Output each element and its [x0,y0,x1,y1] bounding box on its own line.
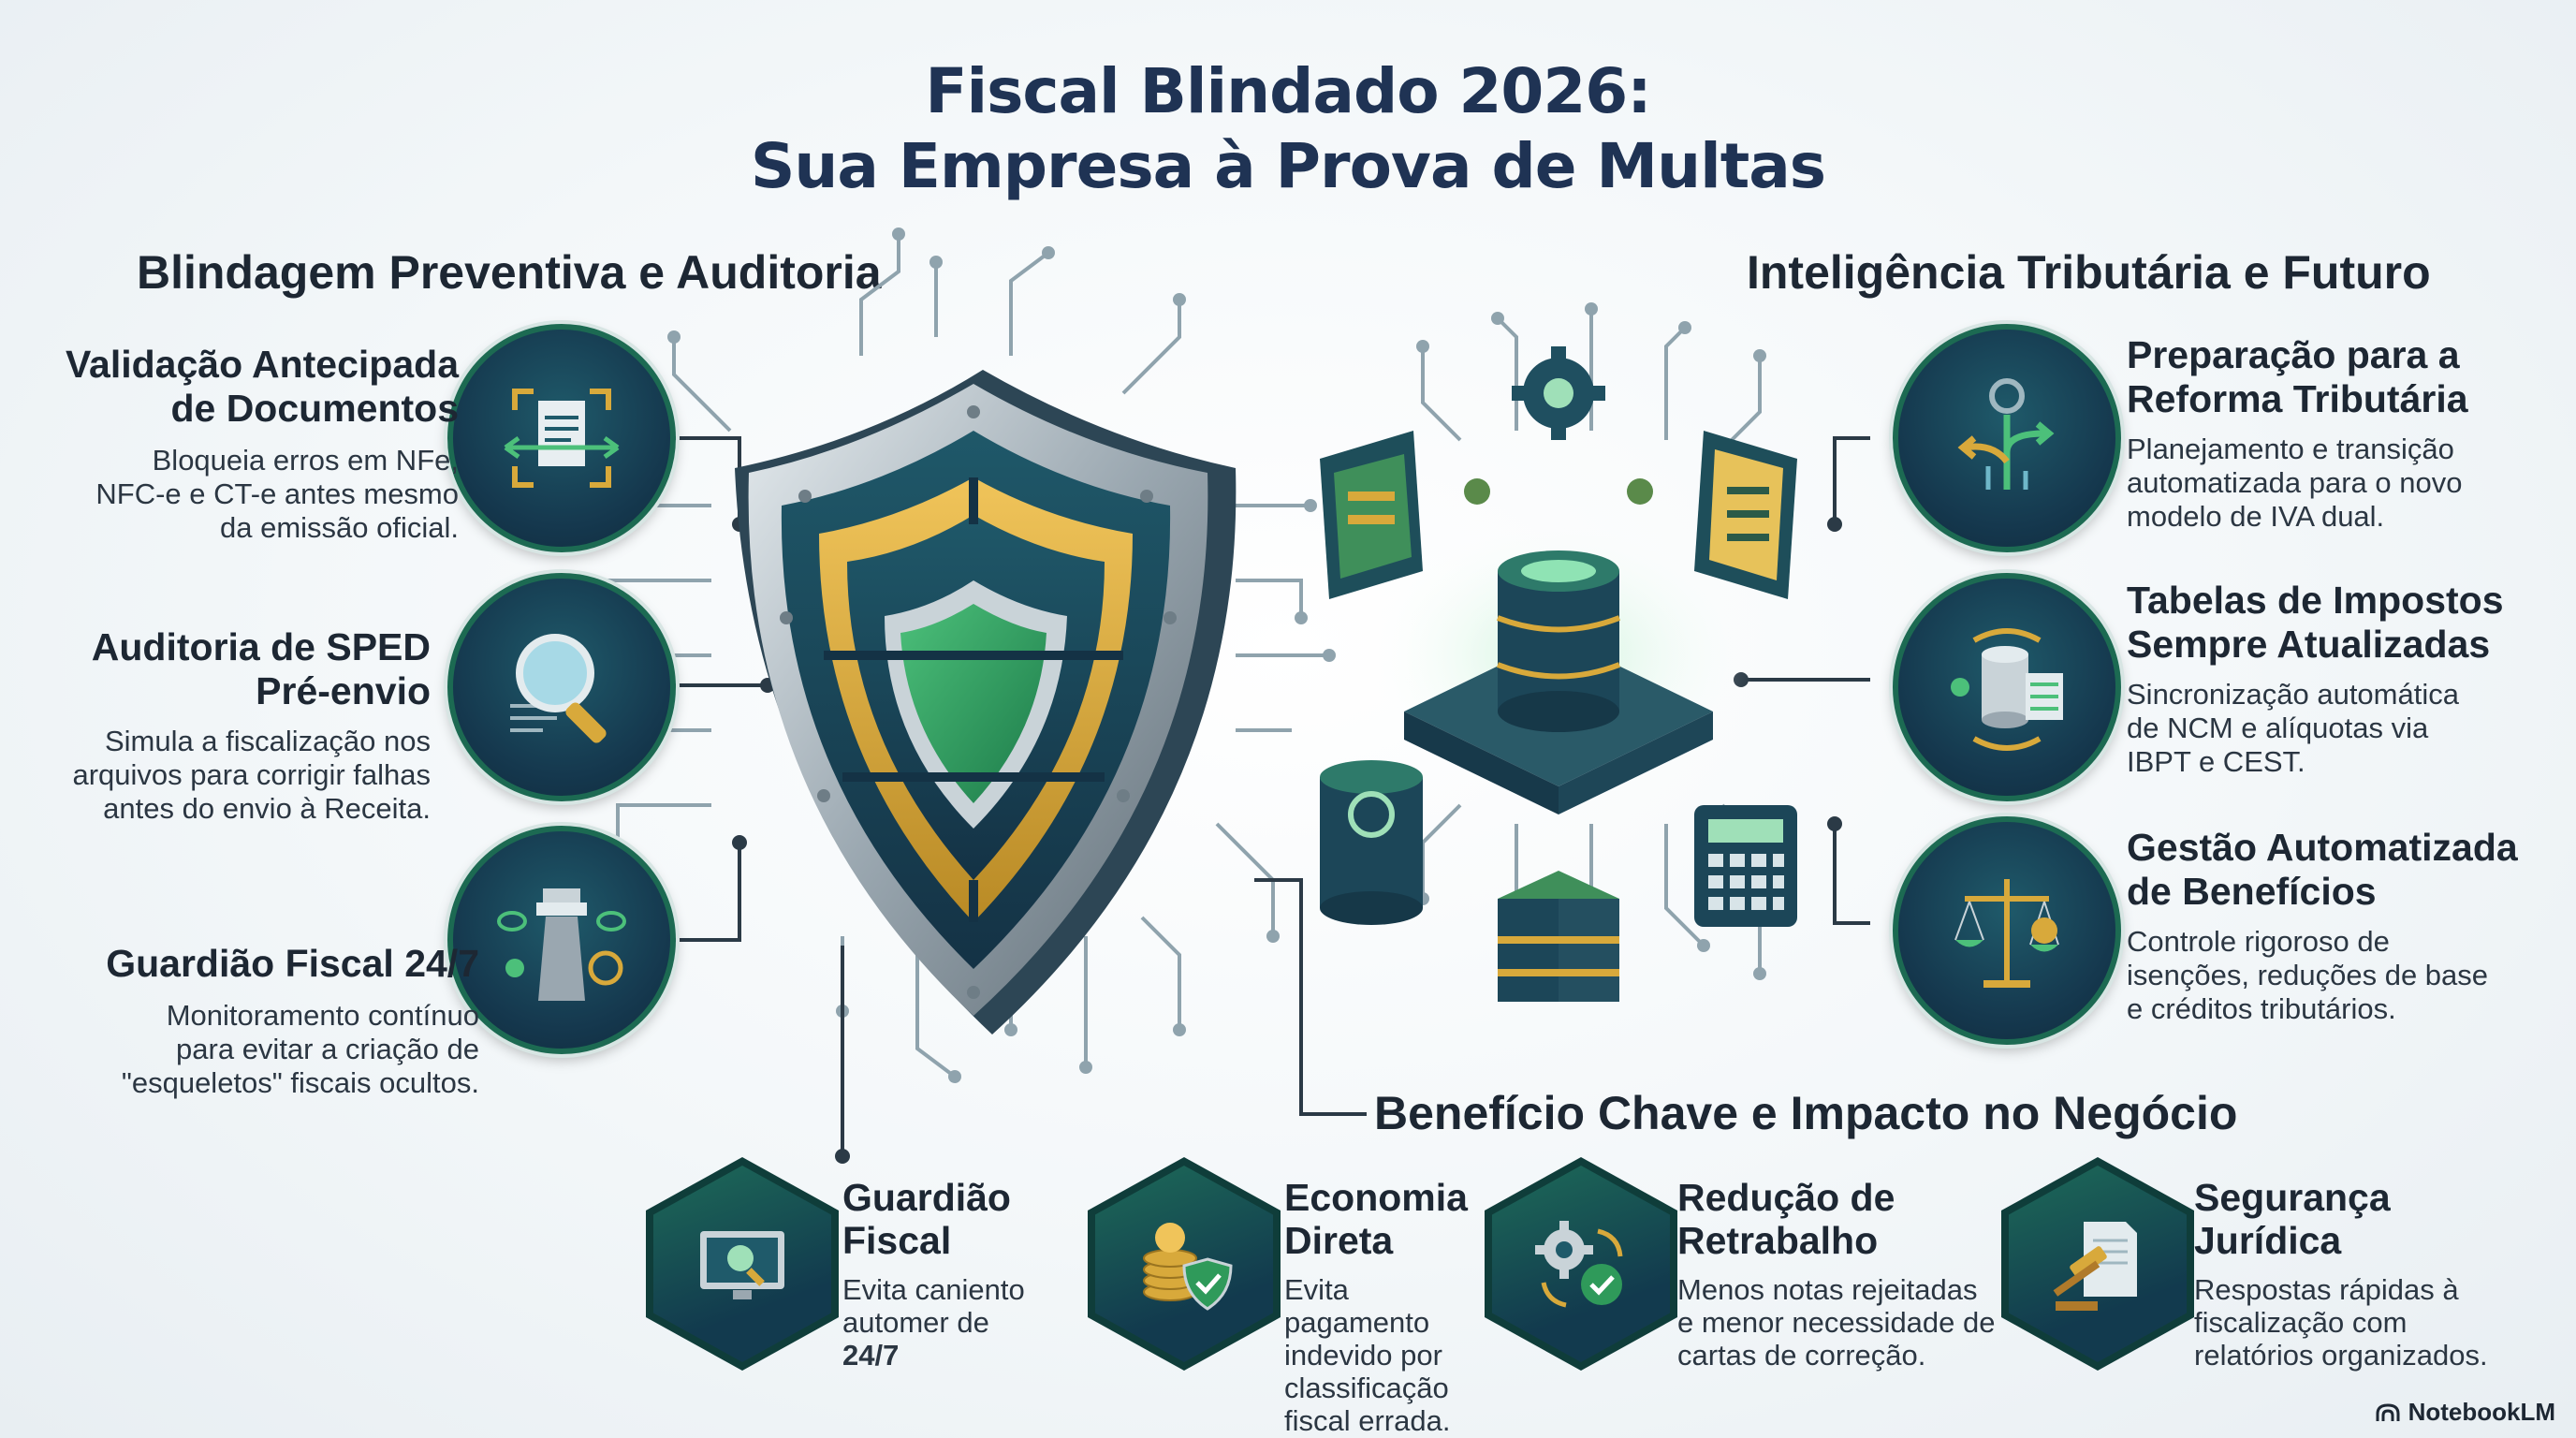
benefit-3-desc-line2: e menor necessidade de [1677,1306,1996,1339]
right-item-2-desc-line3: IBPT e CEST. [2127,745,2305,778]
document-scan-icon [447,324,676,552]
benefit-1-desc-line1: Evita caniento [842,1273,1025,1306]
right-item-3-desc-line1: Controle rigoroso de [2127,925,2390,958]
left-item-3-desc-line2: para evitar a criação de [176,1033,479,1065]
right-item-2-desc-line2: de NCM e alíquotas via [2127,712,2429,744]
right-item-2-desc-line1: Sincronização automática [2127,678,2459,711]
left-item-3-desc-line3: "esqueletos" fiscais ocultos. [121,1066,479,1099]
left-item-1-title-line2: de Documentos [170,387,459,430]
right-item-2-title-line2: Sempre Atualizadas [2127,623,2491,666]
page-title: Fiscal Blindado 2026: Sua Empresa à Prov… [0,54,2576,204]
coins-shield-icon [1088,1157,1281,1371]
benefit-3-desc-line1: Menos notas rejeitadas [1677,1273,1978,1306]
benefit-4-desc-line1: Respostas rápidas à [2194,1273,2459,1306]
benefit-4-desc-line3: relatórios organizados. [2194,1339,2488,1372]
left-item-2-desc-line1: Simula a fiscalização nos [104,725,431,757]
benefit-3-title-line1: Redução de [1677,1176,1895,1219]
benefit-1-desc-line2: automer de [842,1306,989,1339]
benefit-3: Redução de Retrabalho Menos notas rejeit… [1677,1176,2014,1372]
left-item-2: Auditoria de SPED Pré-envio Simula a fis… [28,625,431,826]
right-item-3: Gestão Automatizada de Benefícios Contro… [2127,826,2567,1026]
gear-check-icon [1485,1157,1677,1371]
balance-scale-icon [1893,816,2121,1045]
benefit-2-desc-line3: classificação [1284,1372,1449,1404]
server-block-icon [1498,871,1619,1002]
brand-badge: NotebookLM [2375,1398,2555,1427]
benefit-4-title-line2: Jurídica [2194,1219,2342,1262]
benefit-2-title-line1: Economia [1284,1176,1468,1219]
left-item-3-title: Guardião Fiscal 24/7 [106,942,479,985]
benefit-3-title-line2: Retrabalho [1677,1219,1879,1262]
right-item-2-title-line1: Tabelas de Impostos [2127,579,2504,622]
title-line-1: Fiscal Blindado 2026: [925,55,1651,127]
right-item-1-desc-line3: modelo de IVA dual. [2127,500,2385,533]
notebooklm-logo-icon [2376,1402,2400,1421]
left-item-2-desc-line3: antes do envio à Receita. [103,792,431,825]
gear-icon [1512,346,1605,440]
right-item-1-title-line2: Reforma Tributária [2127,377,2468,420]
connectors [661,436,1870,1156]
brand-label: NotebookLM [2408,1398,2555,1426]
benefit-4-title-line1: Segurança [2194,1176,2391,1219]
benefit-3-desc-line3: cartas de correção. [1677,1339,1926,1372]
benefit-1: Guardião Fiscal Evita caniento automer d… [842,1176,1086,1372]
right-item-1-title-line1: Preparação para a [2127,333,2460,376]
title-line-2: Sua Empresa à Prova de Multas [750,130,1826,202]
left-section-heading: Blindagem Preventiva e Auditoria [137,246,882,299]
left-item-3-desc-line1: Monitoramento contínuo [166,999,479,1032]
benefit-2-desc-line1: Evita pagamento [1284,1273,1430,1339]
left-item-1-desc-line1: Bloqueia erros em NFe, [152,444,459,477]
branching-arrows-icon [1893,324,2121,552]
left-item-2-title-line2: Pré-envio [256,669,431,712]
bottom-section-heading: Benefício Chave e Impacto no Negócio [1374,1087,2238,1139]
database-sync-small-icon [1320,760,1423,925]
tech-cluster [1320,346,1797,1002]
benefit-1-desc-line3: 24/7 [842,1339,900,1372]
left-item-1-title-line1: Validação Antecipada [65,343,459,386]
watchtower-icon [447,826,676,1054]
benefit-2-title-line2: Direta [1284,1219,1394,1262]
benefit-4: Segurança Jurídica Respostas rápidas à f… [2194,1176,2550,1372]
left-item-2-desc-line2: arquivos para corrigir falhas [72,758,431,791]
left-item-1-desc-line3: da emissão oficial. [219,511,459,544]
magnifier-icon [447,573,676,801]
right-item-1-desc-line2: automatizada para o novo [2127,466,2463,499]
left-item-1: Validação Antecipada de Documentos Bloqu… [28,343,459,545]
right-section-heading: Inteligência Tributária e Futuro [1747,246,2431,299]
left-item-1-desc-line2: NFC-e e CT-e antes mesmo [95,477,459,510]
right-item-1-desc-line1: Planejamento e transição [2127,433,2454,465]
right-item-3-title-line1: Gestão Automatizada [2127,826,2518,869]
right-item-3-title-line2: de Benefícios [2127,870,2377,913]
calculator-icon [1694,805,1797,927]
shield-icon [735,370,1237,1034]
database-sync-icon [1893,573,2121,801]
right-item-2: Tabelas de Impostos Sempre Atualizadas S… [2127,579,2557,779]
database-icon [1496,550,1621,732]
notes-icon [1694,431,1797,599]
right-item-3-desc-line3: e créditos tributários. [2127,992,2396,1025]
benefit-1-title-line1: Guardião [842,1176,1011,1219]
benefit-2: Economia Direta Evita pagamento indevido… [1284,1176,1500,1437]
benefit-1-title-line2: Fiscal [842,1219,952,1262]
benefit-2-desc-line4: fiscal errada. [1284,1404,1451,1437]
right-item-3-desc-line2: isenções, reduções de base [2127,959,2489,991]
benefit-2-desc-line2: indevido por [1284,1339,1442,1372]
left-item-3: Guardião Fiscal 24/7 Monitoramento contí… [28,942,479,1100]
left-item-2-title-line1: Auditoria de SPED [91,625,431,668]
right-item-1: Preparação para a Reforma Tributária Pla… [2127,333,2557,534]
document-panel-icon [1320,431,1423,599]
benefit-4-desc-line2: fiscalização com [2194,1306,2408,1339]
